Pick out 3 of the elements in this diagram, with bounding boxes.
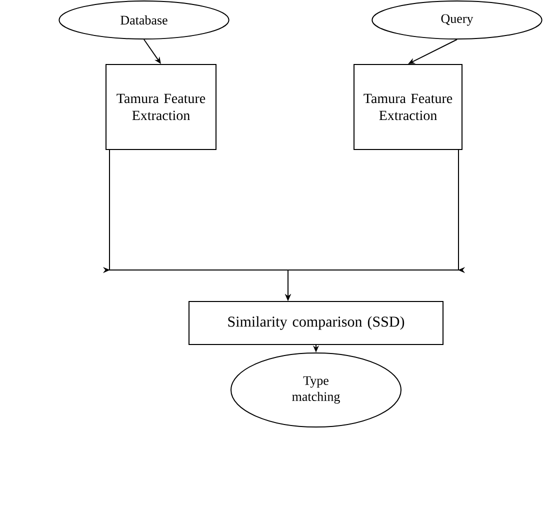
process-box: Tamura Feature Extraction: [354, 64, 462, 150]
process-box: Tamura Feature Extraction: [106, 64, 216, 150]
process-box: Similarity comparison (SSD): [188, 301, 444, 345]
